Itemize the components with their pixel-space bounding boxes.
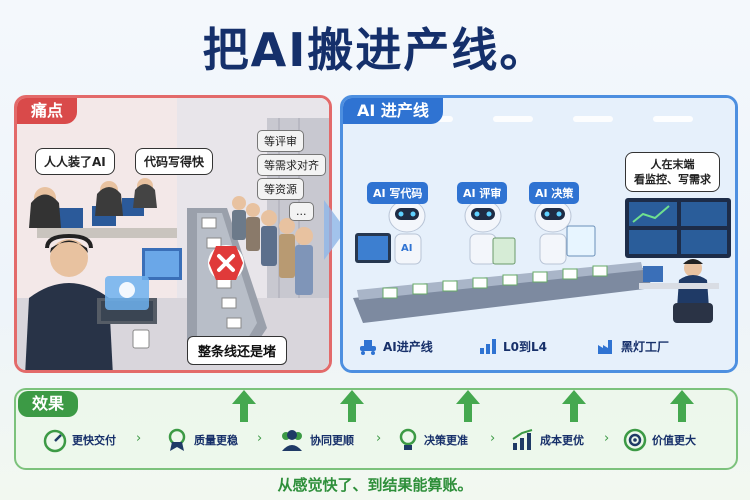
ai-line-panel: AI 进产线 AI 写代码 AI 评审 AI 决策 AI 人在末端 看监控、写需… — [340, 95, 738, 373]
queue-note-alignment: 等需求对齐 — [257, 154, 326, 176]
effect-smooth-collaboration: 协同更顺 — [278, 427, 354, 453]
up-arrow-icon — [456, 390, 480, 422]
human-role-line-2: 看监控、写需求 — [634, 173, 711, 186]
chevron-right-icon: › — [136, 431, 142, 446]
up-arrow-icon — [670, 390, 694, 422]
conveyor-icon — [360, 340, 376, 355]
factory-icon — [598, 340, 612, 354]
step-ai-review: AI 评审 — [457, 182, 508, 204]
effect-stable-quality: 质量更稳 — [164, 427, 238, 453]
human-role-note: 人在末端 看监控、写需求 — [625, 152, 720, 192]
pain-panel: 痛点 人人装了AI 代码写得快 等评审 等需求对齐 等资源 ... 整条线还是堵 — [14, 95, 332, 373]
effect-optimal-cost: 成本更优 — [510, 427, 584, 453]
up-arrow-icon — [562, 390, 586, 422]
footer-dark-factory: 黑灯工厂 — [596, 336, 669, 356]
effect-label: 协同更顺 — [310, 434, 354, 447]
footer-ai-line-label: AI进产线 — [383, 339, 433, 354]
effect-label: 决策更准 — [424, 434, 468, 447]
footer-l0-l4: L0到L4 — [478, 336, 547, 356]
transition-arrow-icon — [324, 200, 346, 260]
queue-note-more: ... — [289, 202, 314, 221]
speech-bubble-ai-everywhere: 人人装了AI — [35, 148, 115, 175]
effect-greater-value: 价值更大 — [622, 427, 696, 453]
tagline: 从感觉快了、到结果能算账。 — [277, 476, 473, 494]
effect-label: 质量更稳 — [194, 434, 238, 447]
growth-chart-icon — [512, 429, 533, 450]
target-icon — [623, 428, 647, 452]
chevron-right-icon: › — [604, 431, 610, 446]
chevron-right-icon: › — [257, 431, 263, 446]
speedometer-icon — [43, 429, 67, 453]
blocked-line-label: 整条线还是堵 — [187, 336, 288, 365]
step-ai-coding: AI 写代码 — [367, 182, 429, 204]
effect-label: 价值更大 — [652, 434, 696, 447]
effects-tag: 效果 — [18, 391, 79, 417]
robot-screen-text: AI — [401, 243, 413, 254]
pain-tag: 痛点 — [17, 98, 78, 124]
chevron-right-icon: › — [376, 431, 382, 446]
footer-dark-factory-label: 黑灯工厂 — [621, 339, 670, 354]
effect-better-decisions: 决策更准 — [396, 427, 468, 453]
human-role-line-1: 人在末端 — [650, 158, 695, 171]
footer-l0-l4-label: L0到L4 — [503, 339, 547, 354]
footer-ai-line: AI进产线 — [358, 336, 433, 356]
bar-growth-icon — [480, 339, 496, 354]
team-icon — [282, 430, 302, 451]
step-ai-decision: AI 决策 — [529, 182, 580, 204]
lightbulb-icon — [399, 428, 417, 450]
up-arrow-icon — [340, 390, 364, 422]
effect-label: 成本更优 — [540, 434, 584, 447]
medal-icon — [168, 428, 186, 451]
up-arrow-icon — [232, 390, 256, 422]
queue-note-review: 等评审 — [257, 130, 304, 152]
queue-note-resources: 等资源 — [257, 178, 304, 200]
page-title: 把AI搬进产线。 — [202, 23, 548, 77]
chevron-right-icon: › — [490, 431, 496, 446]
ai-line-illustration — [343, 98, 735, 370]
ai-line-tag: AI 进产线 — [343, 98, 443, 124]
effects-panel — [14, 388, 738, 470]
speech-bubble-code-fast: 代码写得快 — [135, 148, 214, 175]
effect-label: 更快交付 — [72, 434, 116, 447]
effect-faster-delivery: 更快交付 — [42, 427, 116, 453]
